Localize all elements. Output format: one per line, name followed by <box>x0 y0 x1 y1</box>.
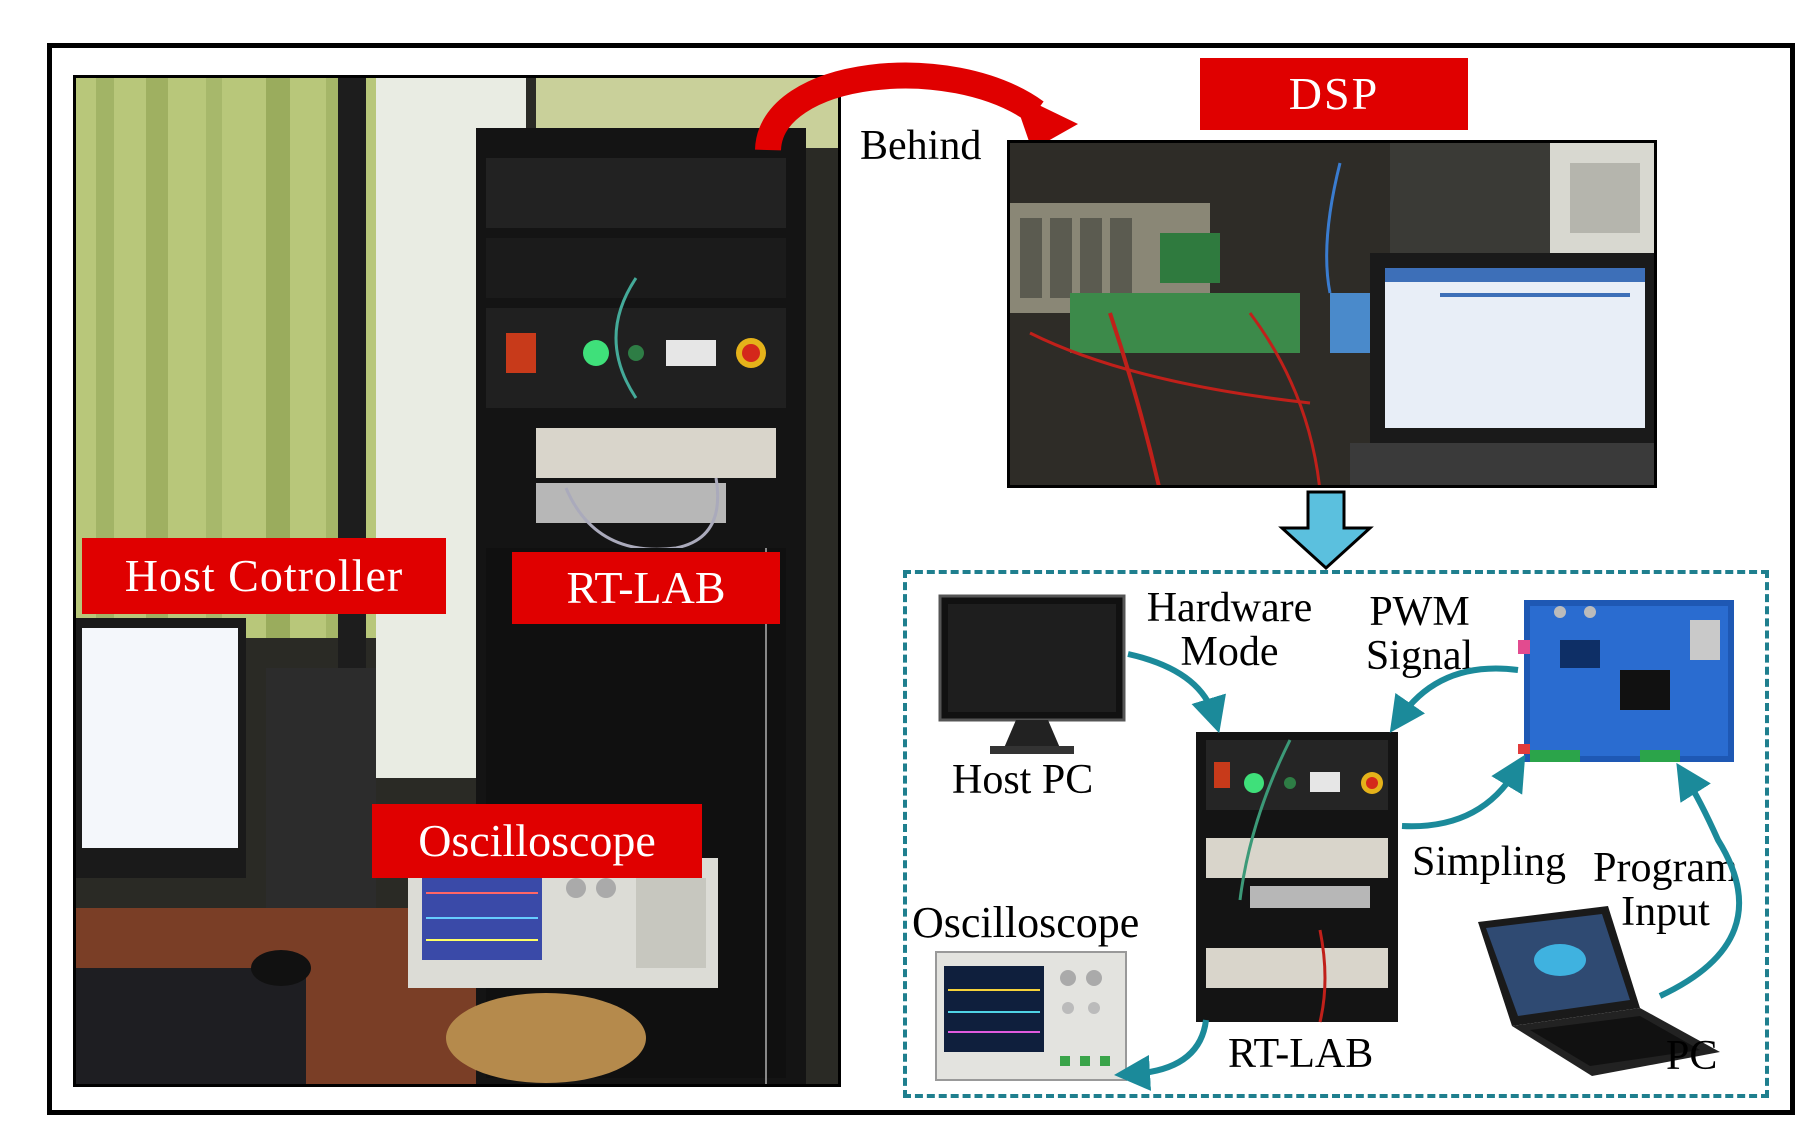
hardware-loop-panel <box>903 570 1769 1098</box>
simpling-label: Simpling <box>1412 839 1567 885</box>
arrow-pc-to-dsp <box>1658 762 1743 999</box>
program-input-label: Program Input <box>1588 846 1743 934</box>
dsp-illustration <box>1010 143 1654 485</box>
program-input-line2: Input <box>1621 889 1710 936</box>
lab-setup-photo <box>73 75 841 1087</box>
dsp-photo <box>1007 140 1657 488</box>
lab-setup-illustration <box>76 78 838 1084</box>
arrow-dsp-to-rtlab <box>1389 665 1519 733</box>
oscilloscope-label-right: Oscilloscope <box>912 898 1140 947</box>
pwm-signal-line1: PWM <box>1369 589 1470 635</box>
program-input-line1: Program <box>1593 845 1738 891</box>
hardware-mode-line1: Hardware <box>1146 585 1313 631</box>
host-controller-label: Host Cotroller <box>82 538 446 614</box>
figure-frame <box>47 43 1795 1115</box>
arrow-rtlab-to-oscilloscope <box>1114 1019 1209 1091</box>
pwm-signal-label: PWM Signal <box>1362 590 1477 678</box>
arrow-rtlab-to-dsp <box>1401 754 1526 830</box>
hardware-mode-line2: Mode <box>1180 629 1279 676</box>
hardware-mode-label: Hardware Mode <box>1142 586 1317 674</box>
oscilloscope-label-left: Oscilloscope <box>372 804 702 878</box>
behind-label: Behind <box>860 123 982 169</box>
dsp-label: DSP <box>1200 58 1468 130</box>
rtlab-label-right: RT-LAB <box>1228 1031 1374 1077</box>
arrow-hostpc-to-rtlab <box>1127 651 1226 734</box>
pwm-signal-line2: Signal <box>1365 633 1474 680</box>
rtlab-label-left: RT-LAB <box>512 552 780 624</box>
pc-label: PC <box>1666 1033 1718 1079</box>
host-pc-label: Host PC <box>952 757 1094 803</box>
